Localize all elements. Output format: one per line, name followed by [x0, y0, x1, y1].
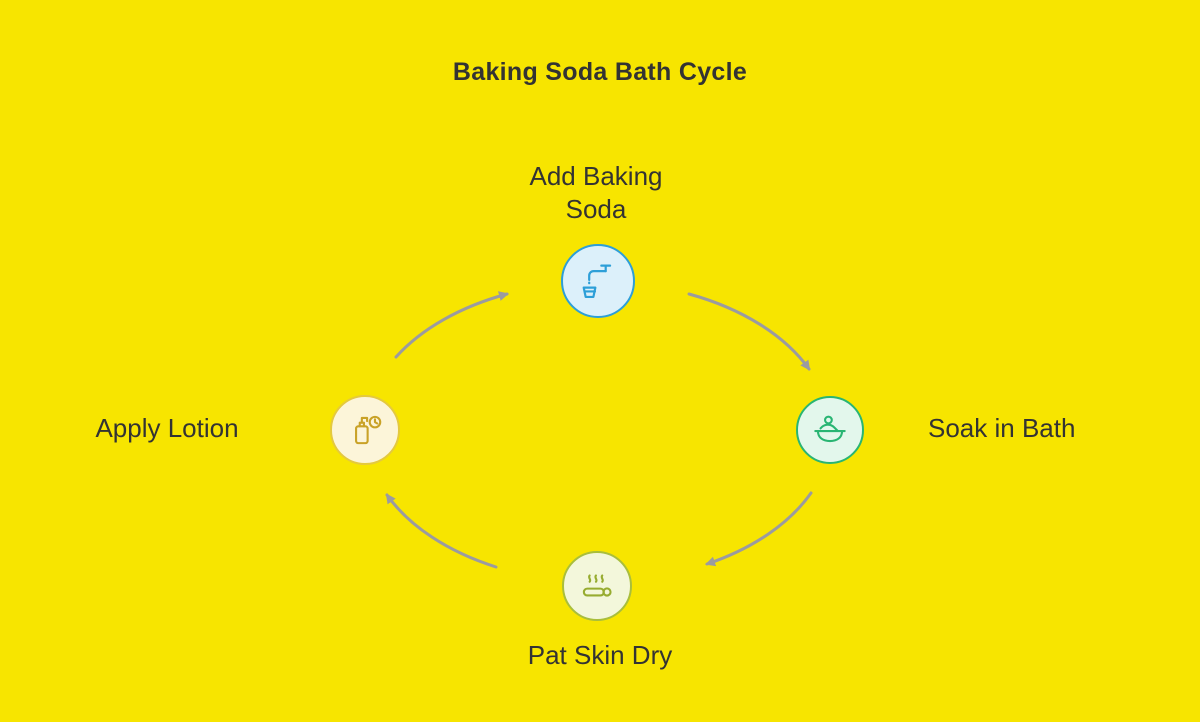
arrow-soak-in-bath-to-pat-skin-dry — [705, 491, 813, 567]
bottom-margin — [0, 722, 1200, 728]
faucet-icon — [582, 264, 612, 299]
node-circle-soak-in-bath — [796, 396, 864, 464]
node-circle-apply-lotion — [330, 395, 400, 465]
node-label-apply-lotion: Apply Lotion — [95, 413, 239, 443]
lotion-bottle-clock-icon — [355, 415, 382, 445]
arrow-add-baking-soda-to-soak-in-bath — [687, 292, 811, 371]
node-circle-add-baking-soda — [561, 244, 635, 318]
steam-massage-icon — [582, 574, 612, 597]
node-circle-pat-skin-dry — [562, 551, 632, 621]
node-label-pat-skin-dry: Pat Skin Dry — [527, 640, 673, 670]
diagram-title: Baking Soda Bath Cycle — [452, 58, 748, 86]
arrow-pat-skin-dry-to-apply-lotion — [385, 493, 498, 569]
arrow-apply-lotion-to-add-baking-soda — [394, 291, 509, 359]
node-label-soak-in-bath: Soak in Bath — [928, 413, 1076, 443]
node-label-add-baking-soda: Add Baking Soda — [529, 161, 663, 224]
person-bath-icon — [814, 415, 846, 443]
